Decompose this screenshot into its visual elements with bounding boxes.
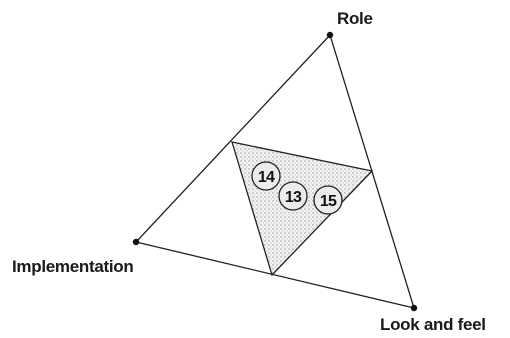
vertex-dot-role <box>326 31 334 39</box>
vertex-label-look-and-feel: Look and feel <box>380 315 486 334</box>
vertex-dot-implementation <box>132 238 140 246</box>
marker-14-label: 14 <box>258 169 275 186</box>
vertex-dot-look-and-feel <box>410 304 418 312</box>
shaded-region <box>232 142 372 275</box>
vertex-label-implementation: Implementation <box>12 257 133 276</box>
marker-14: 14 <box>251 161 281 191</box>
marker-15-label: 15 <box>320 193 337 210</box>
medial-triangle <box>231 141 374 277</box>
marker-13-label: 13 <box>285 189 302 206</box>
vertex-label-role: Role <box>337 9 373 28</box>
marker-15: 15 <box>313 185 343 215</box>
marker-13: 13 <box>278 181 308 211</box>
